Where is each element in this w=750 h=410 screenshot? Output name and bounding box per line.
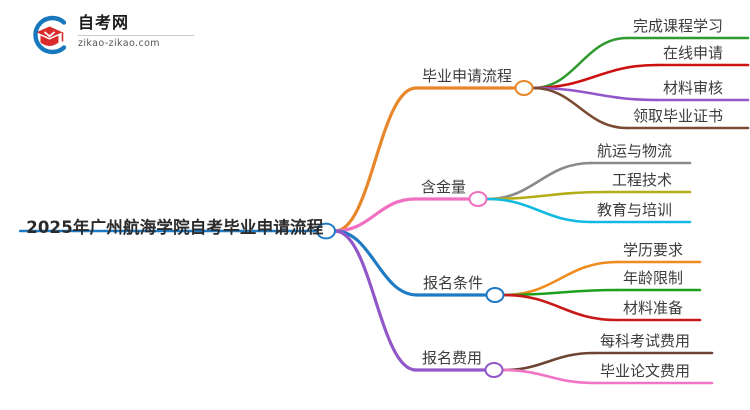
leaf-label-1-2[interactable]: 教育与培训 [597, 201, 673, 219]
branch-node-2[interactable] [485, 287, 505, 303]
mindmap-edge [485, 197, 593, 224]
logo-title: 自考网 [78, 13, 130, 32]
leaf-label-2-0[interactable]: 学历要求 [623, 241, 684, 259]
leaf-label-2-1[interactable]: 年龄限制 [623, 269, 684, 287]
leaf-label-3-1[interactable]: 毕业论文费用 [600, 362, 691, 380]
mindmap-edge [531, 36, 629, 90]
branch-label-3[interactable]: 报名费用 [422, 349, 483, 367]
leaf-label-0-3[interactable]: 领取毕业证书 [633, 107, 724, 125]
leaf-label-1-1[interactable]: 工程技术 [612, 171, 673, 189]
graduation-cap-icon [33, 15, 67, 55]
mindmap-edge [502, 293, 619, 322]
node-circle-layer [316, 80, 534, 378]
leaf-label-0-0[interactable]: 完成课程学习 [633, 17, 724, 35]
leaf-label-2-2[interactable]: 材料准备 [623, 299, 684, 317]
edge-layer [18, 36, 750, 385]
leaf-label-0-1[interactable]: 在线申请 [663, 44, 724, 62]
branch-label-1[interactable]: 含金量 [421, 178, 467, 196]
mindmap-edge [501, 351, 596, 372]
branch-node-3[interactable] [484, 362, 504, 378]
mindmap-edge [333, 86, 418, 233]
root-node[interactable] [316, 222, 336, 240]
site-logo: 自考网 zikao-zikao.com [28, 12, 198, 58]
logo-domain: zikao-zikao.com [78, 38, 160, 49]
leaf-label-1-0[interactable]: 航运与物流 [597, 142, 673, 160]
branch-node-0[interactable] [514, 80, 534, 96]
mindmap-edge [531, 86, 629, 130]
mindmap-edge [333, 229, 419, 297]
root-label[interactable]: 2025年广州航海学院自考毕业申请流程 [26, 217, 324, 237]
leaf-label-3-0[interactable]: 每科考试费用 [600, 332, 691, 350]
branch-label-2[interactable]: 报名条件 [423, 274, 484, 292]
branch-label-0[interactable]: 毕业申请流程 [422, 67, 513, 85]
mindmap-edge [485, 190, 608, 201]
mindmap-edge [333, 197, 417, 233]
logo-divider [78, 35, 194, 36]
leaf-label-0-2[interactable]: 材料审核 [663, 79, 724, 97]
mindmap-edge [501, 368, 596, 385]
mindmap-edge [531, 86, 659, 102]
logo-text: 自考网 zikao-zikao.com [78, 13, 196, 49]
branch-node-1[interactable] [468, 191, 488, 207]
mindmap-edge [333, 229, 418, 372]
